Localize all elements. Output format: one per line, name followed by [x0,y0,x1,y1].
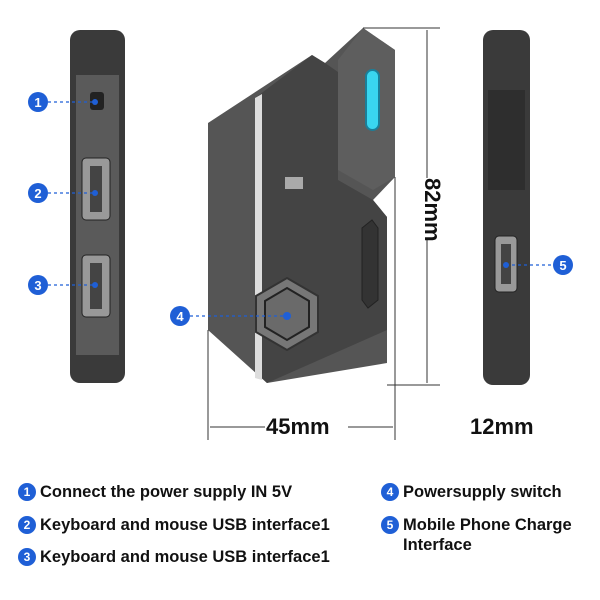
left-side-view [70,30,125,383]
callout-4: 4 [170,306,190,326]
led-indicator [365,69,380,131]
callout-5: 5 [553,255,573,275]
callout-2: 2 [28,183,48,203]
width-dimension: 45mm [266,414,330,439]
depth-dimension: 12mm [470,414,534,439]
callout-3: 3 [28,275,48,295]
callout-leaders [48,101,553,317]
height-dimension: 82mm [419,178,445,242]
front-view [208,28,395,383]
logo [285,177,303,189]
right-side-view [483,30,530,385]
callout-1: 1 [28,92,48,112]
